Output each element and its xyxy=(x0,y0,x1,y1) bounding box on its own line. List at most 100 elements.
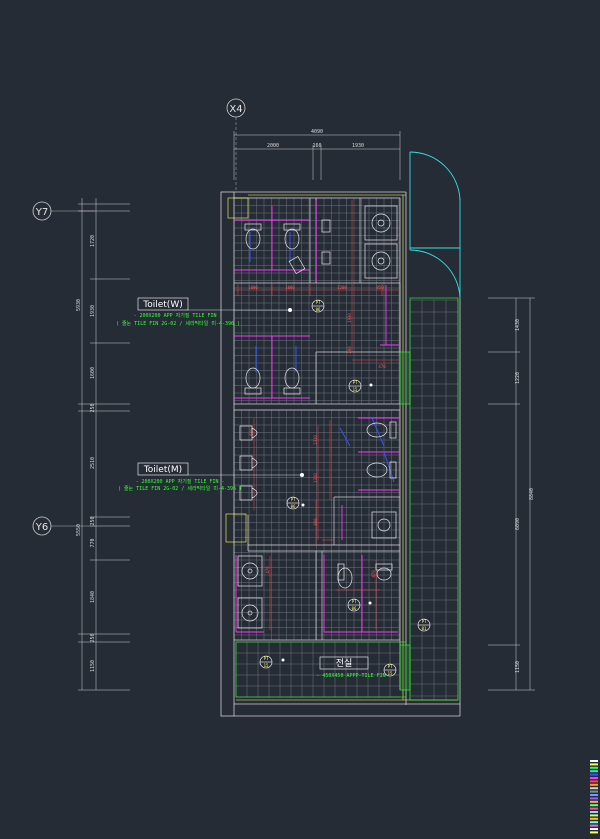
palette-swatch xyxy=(590,814,598,817)
tag-pt-c: PT 01 xyxy=(417,618,431,632)
room-label-men: Toilet(M) - 200X200 APP 자기질 TILE FIN - (… xyxy=(118,462,304,492)
dim-top-total: 4090 xyxy=(311,129,323,135)
tile-grid-front xyxy=(235,641,400,698)
dim-top-left: 2000 xyxy=(267,143,279,149)
room-note1-men: - 200X200 APP 자기질 TILE FIN - xyxy=(135,478,224,485)
svg-text:PT: PT xyxy=(316,300,321,305)
tag-pt-m2: PT 06 xyxy=(347,598,361,612)
palette-swatch xyxy=(590,807,598,810)
dim-right-d: 1150 xyxy=(515,661,521,673)
layer-color-palette xyxy=(590,760,598,834)
palette-swatch xyxy=(590,790,598,793)
interior-walls xyxy=(234,198,401,641)
palette-swatch xyxy=(590,777,598,779)
urinal-fixtures xyxy=(239,219,331,501)
palette-swatch xyxy=(590,804,598,807)
palette-swatch xyxy=(590,828,598,830)
stall-partitions xyxy=(234,200,400,633)
outer-outline xyxy=(225,194,458,701)
palette-swatch xyxy=(590,783,598,786)
palette-swatch xyxy=(590,773,598,776)
red-dimension-lines xyxy=(234,200,400,630)
room-note1-front: - 450X450 APPP-TILE FIN - xyxy=(316,673,391,679)
svg-text:15: 15 xyxy=(353,387,358,392)
exterior-walls xyxy=(220,191,461,717)
dim-m6: 600 xyxy=(249,428,254,436)
dim-left-j: 1150 xyxy=(90,660,96,672)
dim-left-g: 770 xyxy=(90,538,96,547)
svg-text:PT: PT xyxy=(388,664,393,669)
room-note2-men: ( 줄눈 TILE FIN 2G-02 / 세라믹타일 미-4-396 ) xyxy=(118,485,242,492)
toilet-fixtures xyxy=(244,223,397,589)
dim-w6: 1930 xyxy=(347,313,352,323)
palette-swatch xyxy=(590,811,598,813)
palette-swatch xyxy=(590,831,598,834)
grid-label-y6: Y6 xyxy=(35,522,48,533)
tag-pt-m: PT 06 xyxy=(286,496,300,510)
dim-right-total: 8840 xyxy=(529,488,535,500)
tile-grid-corridor xyxy=(409,299,459,700)
dim-m1: 1310 xyxy=(313,435,318,445)
dim-left-f: 250 xyxy=(90,516,96,525)
dim-w1: 1000 xyxy=(248,285,258,290)
dim-left-a: 1720 xyxy=(90,235,96,247)
tag-pt-w: PT 06 xyxy=(311,299,325,313)
room-note2-women: ( 줄눈 TILE FIN 2G-02 / 세라믹타일 미-4-396 ) xyxy=(116,320,240,327)
room-note1-women: - 200X200 APP 자기질 TILE FIN - xyxy=(133,312,222,319)
palette-swatch xyxy=(590,763,598,766)
tag-pt-f2: PT 15 xyxy=(383,663,397,677)
svg-text:PT: PT xyxy=(353,380,358,385)
svg-text:PT: PT xyxy=(352,599,357,604)
left-dimension-lines xyxy=(78,198,130,691)
dim-left-total-lower: 5550 xyxy=(76,524,82,536)
dim-m4: 470 xyxy=(265,566,270,574)
dim-top-mid: 160 xyxy=(312,143,321,149)
dim-m3: 800 xyxy=(313,518,318,526)
dim-w5: 470 xyxy=(378,364,386,369)
svg-text:06: 06 xyxy=(291,504,296,509)
svg-text:06: 06 xyxy=(316,307,321,312)
room-label-front: 전실 - 450X450 APPP-TILE FIN - xyxy=(316,656,392,679)
dim-w4: 850 xyxy=(376,285,384,290)
dim-left-h: 1840 xyxy=(90,591,96,603)
palette-swatch xyxy=(590,800,598,803)
door-panels-blue xyxy=(249,232,395,483)
dim-right-b: 1220 xyxy=(515,372,521,384)
svg-text:PT: PT xyxy=(264,656,269,661)
svg-text:01: 01 xyxy=(422,626,427,631)
green-outline xyxy=(235,297,459,701)
room-name-men: Toilet(M) xyxy=(143,465,182,475)
sink-fixtures xyxy=(237,205,398,629)
finish-tags: PT 06 PT 15 PT 06 PT 06 PT 15 PT 15 PT 0… xyxy=(259,299,431,677)
grid-label-y7: Y7 xyxy=(35,207,48,218)
dim-w7: 280 xyxy=(347,346,352,354)
svg-text:15: 15 xyxy=(388,671,393,676)
dim-w3: 1200 xyxy=(337,285,347,290)
room-label-women: Toilet(W) - 200X200 APP 자기질 TILE FIN - (… xyxy=(116,297,292,327)
grid-label-x4: X4 xyxy=(229,104,242,115)
svg-text:06: 06 xyxy=(352,606,357,611)
top-dimension-lines xyxy=(233,131,401,180)
dim-right-c: 6090 xyxy=(515,518,521,530)
room-name-women: Toilet(W) xyxy=(142,300,182,310)
palette-swatch xyxy=(590,766,598,769)
palette-swatch xyxy=(590,797,598,800)
dim-m5: 470 xyxy=(371,570,376,578)
tag-leader-dots xyxy=(281,383,373,662)
svg-text:15: 15 xyxy=(264,663,269,668)
dim-top-right: 1930 xyxy=(352,143,364,149)
door-swings xyxy=(409,151,461,299)
svg-text:PT: PT xyxy=(422,619,427,624)
dim-left-b: 1930 xyxy=(90,305,96,317)
palette-swatch xyxy=(590,760,598,762)
palette-swatch xyxy=(590,787,598,790)
palette-swatch xyxy=(590,770,598,773)
tag-pt-w2: PT 15 xyxy=(348,379,362,393)
tile-grid-women xyxy=(233,197,400,404)
dim-right-a: 1430 xyxy=(515,319,521,331)
tag-pt-f: PT 15 xyxy=(259,655,273,669)
dim-m2: 1310 xyxy=(313,473,318,483)
palette-swatch xyxy=(590,780,598,783)
